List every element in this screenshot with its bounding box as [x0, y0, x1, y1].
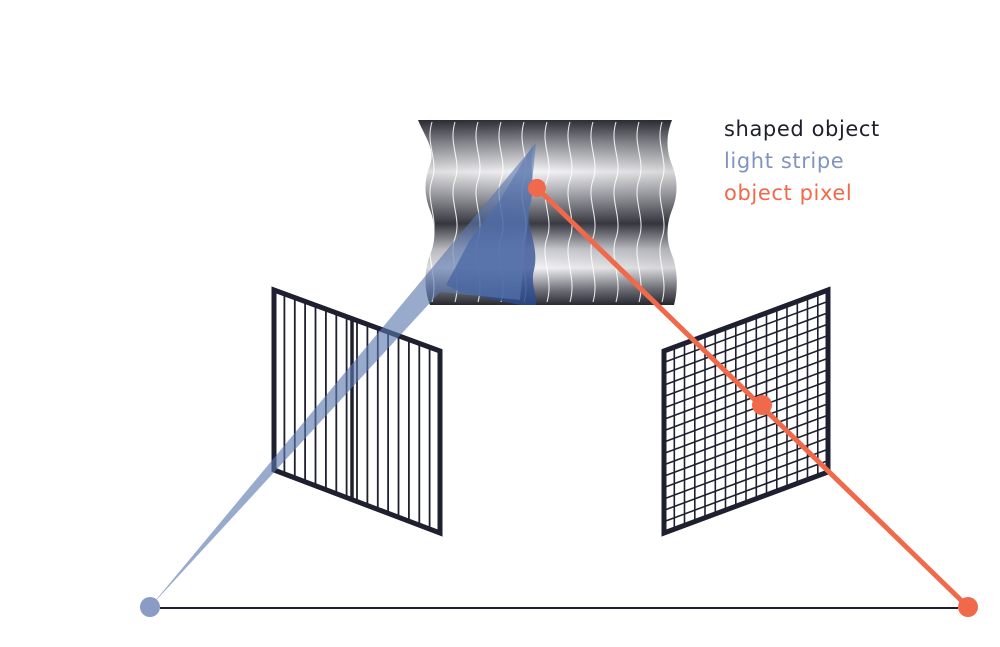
contour-line	[659, 121, 665, 303]
object-pixel-ray	[535, 186, 970, 609]
projector-point	[140, 597, 160, 617]
object-pixel-point	[528, 179, 546, 197]
camera-grid-line	[663, 448, 829, 512]
contour-line	[636, 121, 642, 303]
legend-shaped-object: shaped object	[724, 117, 880, 141]
projector-stripe-pattern	[271, 286, 443, 537]
light-beam	[150, 143, 536, 607]
legend-object-pixel: object pixel	[724, 181, 853, 205]
camera-point	[958, 597, 978, 617]
camera-grid-line	[663, 459, 829, 523]
camera-pixel-grid	[661, 286, 831, 537]
camera-pixel-point	[752, 395, 772, 415]
camera-grid-line	[663, 380, 829, 443]
camera-grid-line	[663, 414, 829, 477]
camera-grid-line	[663, 403, 829, 466]
legend-light-stripe: light stripe	[724, 149, 845, 173]
contour-line	[544, 121, 550, 303]
contour-line	[567, 121, 573, 303]
camera-grid-line	[663, 437, 829, 500]
camera-grid-line	[663, 391, 829, 455]
contour-line	[613, 121, 619, 303]
contour-line	[590, 121, 596, 303]
camera-grid-line	[663, 425, 829, 489]
legend: shaped object light stripe object pixel	[724, 113, 880, 209]
